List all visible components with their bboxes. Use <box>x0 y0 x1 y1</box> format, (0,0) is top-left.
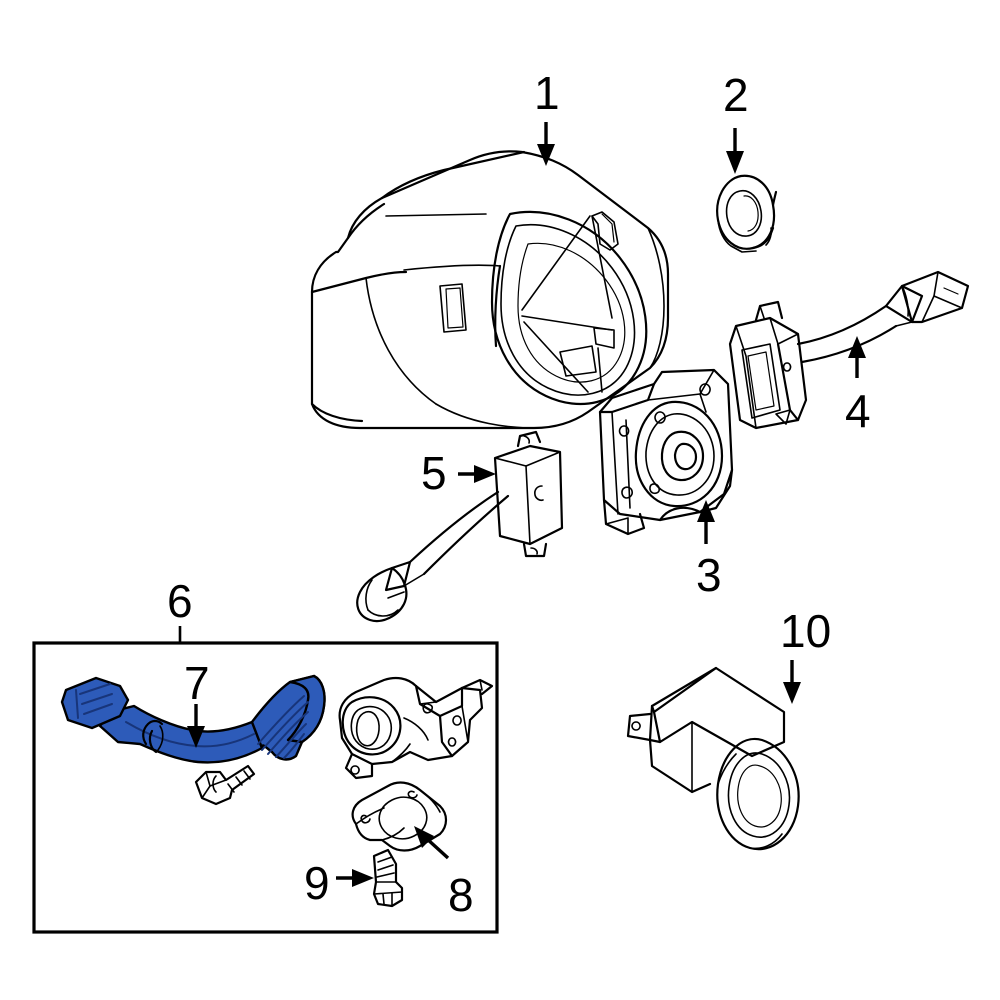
harness-mounting-bolt[interactable] <box>194 764 256 806</box>
part-5-turn-signal-switch-stalk[interactable] <box>356 430 564 623</box>
callout-2-leader <box>726 128 744 174</box>
callout-7-leader <box>187 704 205 748</box>
callout-8-leader <box>414 826 450 860</box>
ignition-lock-housing[interactable] <box>338 676 494 780</box>
callout-4-leader <box>848 336 866 378</box>
callout-label-6: 6 <box>167 575 193 627</box>
inset-group-box <box>32 641 499 934</box>
callout-label-10: 10 <box>780 605 832 657</box>
part-2-grommet-seal-ring[interactable] <box>716 174 778 253</box>
part-10-ignition-immobilizer-antenna[interactable] <box>626 666 800 851</box>
callout-label-3: 3 <box>696 549 722 601</box>
part-4-wiper-switch-stalk[interactable] <box>728 270 970 430</box>
part-8-lock-housing-clamp[interactable] <box>351 781 448 852</box>
part-1-steering-column-cover[interactable] <box>310 150 670 430</box>
callout-5-leader <box>458 465 496 483</box>
part-3-clockspring-assembly[interactable] <box>598 368 734 536</box>
callout-label-9: 9 <box>304 857 330 909</box>
callout-1-leader <box>537 122 555 166</box>
callout-label-2: 2 <box>723 69 749 121</box>
callout-9-leader <box>336 869 374 887</box>
callout-label-1: 1 <box>534 67 560 119</box>
callout-label-4: 4 <box>845 385 871 437</box>
callout-label-5: 5 <box>421 447 447 499</box>
part-7-ignition-switch-harness[interactable] <box>60 674 326 764</box>
part-9-shear-bolt[interactable] <box>372 848 404 908</box>
callout-label-7: 7 <box>184 657 210 709</box>
callout-3-leader <box>697 500 715 544</box>
callout-10-leader <box>783 660 801 704</box>
callout-label-8: 8 <box>448 869 474 921</box>
